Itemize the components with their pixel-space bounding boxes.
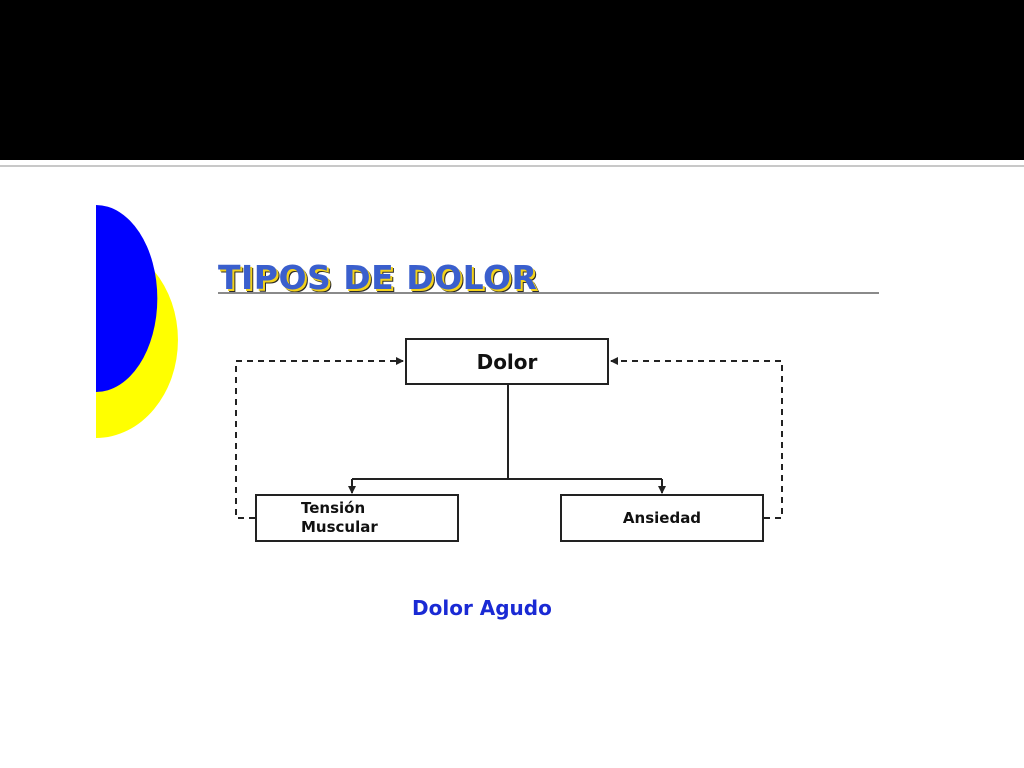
- node-tension-muscular-label: Tensión Muscular: [301, 499, 378, 536]
- node-ansiedad-label: Ansiedad: [622, 509, 702, 527]
- node-ansiedad: Ansiedad: [560, 494, 764, 542]
- header-bar: [0, 0, 1024, 160]
- diagram-caption: Dolor Agudo: [412, 596, 552, 620]
- node-tension-muscular: Tensión Muscular: [255, 494, 459, 542]
- node-dolor: Dolor: [405, 338, 609, 385]
- blue-half-circle: [96, 205, 158, 392]
- header-divider: [0, 165, 1024, 167]
- node-dolor-label: Dolor: [476, 349, 538, 374]
- title-underline: [218, 292, 879, 294]
- slide-title: TIPOS DE DOLOR: [218, 258, 538, 297]
